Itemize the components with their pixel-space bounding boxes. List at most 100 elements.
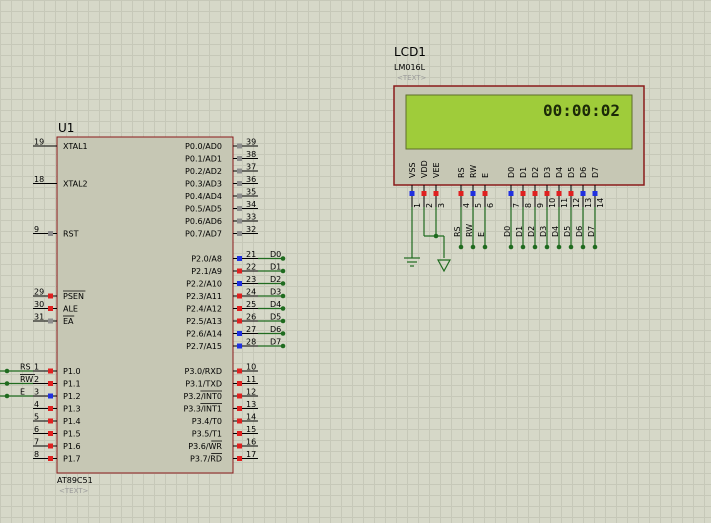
lcd-text-placeholder: <TEXT> [397,74,427,82]
net-label: D2 [527,226,536,237]
net-junction [4,381,10,386]
pin-marker [433,191,439,196]
lcd-pin-name: RW [469,165,478,178]
lcd-pin-name: D5 [567,167,576,178]
pin-name: P2.3/A11 [186,292,222,301]
pin-name: P2.0/A8 [191,255,222,264]
pin-marker [48,318,53,324]
lcd-pin-number: 10 [548,198,557,208]
pin-name: P3.5/T1 [192,430,222,439]
pin-number: 15 [246,425,256,434]
net-junction [280,256,286,261]
lcd-pin-number: 3 [437,203,446,208]
supply-icon [436,259,452,273]
pin-number: 37 [246,163,256,172]
pin-number: 39 [246,138,256,147]
mcu-body[interactable] [56,136,234,474]
net-junction [568,244,574,250]
net-label: RW [20,375,33,384]
pin-number: 18 [34,175,44,184]
pin-number: 4 [34,400,39,409]
net-junction [280,293,286,299]
net-junction [580,244,586,250]
pin-number: 27 [246,325,256,334]
net-junction [470,244,476,250]
lcd-pin-name: D7 [591,167,600,178]
lcd-pin-number: 8 [524,203,533,208]
pin-marker [48,406,53,411]
net-label: RW [465,224,474,237]
lcd-pin-number: 1 [413,203,422,208]
net-junction [458,244,464,250]
pin-marker [237,281,242,286]
pin-number: 2 [34,375,39,384]
pin-marker [237,418,242,424]
pin-number: 33 [246,213,256,222]
lcd-part-label: LM016L [394,63,426,72]
pin-name: P3.3/INT1 [183,405,222,414]
lcd-ref-label: LCD1 [394,45,426,59]
pin-marker [237,406,242,411]
net-label: D0 [270,250,281,259]
pin-name: P1.6 [63,442,81,451]
pin-number: 31 [34,313,44,322]
net-junction [556,244,562,250]
pin-name: P1.0 [63,367,81,376]
lcd-pin-name: E [481,173,490,178]
pin-number: 30 [34,300,44,309]
pin-name: P1.1 [63,380,81,389]
pin-marker [237,268,242,274]
lcd-pin-number: 9 [536,203,545,208]
net-label: D2 [270,275,281,284]
lcd-pin-number: 5 [474,203,483,208]
pin-marker [237,456,242,461]
net-label: RS [20,363,31,372]
pin-marker [237,181,242,186]
pin-name: P3.4/T0 [192,417,222,426]
net-junction [508,244,514,250]
pin-number: 24 [246,288,256,297]
pin-name: RST [63,230,79,239]
lcd-pin-name: D2 [531,167,540,178]
net-label: RS [453,226,462,237]
pin-marker [237,156,242,161]
mcu-ref-label: U1 [58,121,74,135]
pin-number: 29 [34,288,44,297]
pin-name: P0.6/AD6 [185,217,222,226]
pin-marker [237,431,242,436]
pin-marker [556,191,562,196]
pin-marker [237,231,242,236]
pin-marker [237,331,242,336]
pin-name: P0.0/AD0 [185,142,222,151]
pin-number: 36 [246,175,256,184]
lcd-pin-name: D0 [507,167,516,178]
pin-name: P3.6/WR [188,442,222,451]
net-junction [592,244,598,250]
lcd-display-text: 00:00:02 [543,101,620,120]
net-junction [280,306,286,311]
pin-marker [237,218,242,224]
pin-number: 10 [246,363,256,372]
lcd-pin-name: D6 [579,167,588,178]
pin-number: 17 [246,450,256,459]
pin-name: ALE [63,305,78,314]
pin-marker [544,191,550,196]
pin-marker [592,191,598,196]
pin-number: 8 [34,450,39,459]
pin-number: 16 [246,438,256,447]
pin-number: 14 [246,413,256,422]
pin-name: P0.4/AD4 [185,192,222,201]
pin-marker [48,393,53,399]
pin-marker [568,191,574,196]
pin-marker [532,191,538,196]
pin-number: 11 [246,375,256,384]
pin-number: 34 [246,200,256,209]
lcd-pins: VSS1VDD2VEE3RS4RSRW5RWE6ED07D0D18D1D29D2… [408,160,605,250]
pin-number: 35 [246,188,256,197]
lcd-pin-name: VDD [420,160,429,178]
pin-marker [237,306,242,311]
pin-name: P0.3/AD3 [185,180,222,189]
pin-number: 32 [246,225,256,234]
